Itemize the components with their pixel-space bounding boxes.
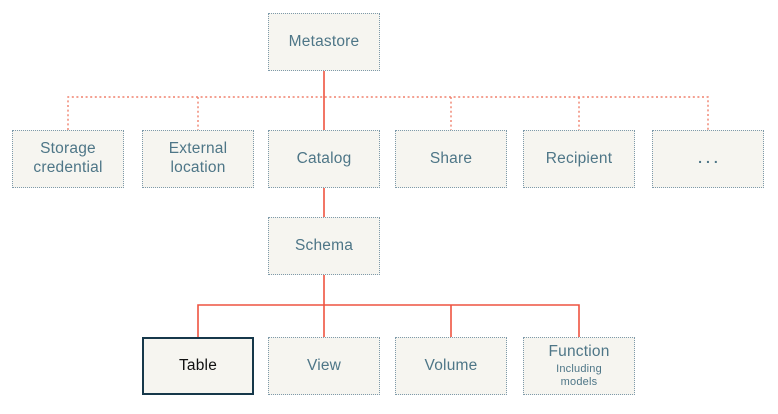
dotted-connector-outer	[67, 96, 709, 130]
node-recipient: Recipient	[523, 130, 635, 188]
node-table-label: Table	[178, 356, 218, 374]
node-view-label: View	[306, 356, 342, 374]
node-catalog: Catalog	[268, 130, 380, 188]
node-function: Function Including models	[523, 337, 635, 395]
node-volume: Volume	[395, 337, 507, 395]
node-metastore-label: Metastore	[288, 32, 360, 50]
node-storage-credential-label: Storage credential	[33, 140, 103, 176]
node-table: Table	[142, 337, 254, 395]
node-schema: Schema	[268, 217, 380, 275]
node-storage-credential: Storage credential	[12, 130, 124, 188]
node-function-sublabel: Including models	[556, 363, 602, 388]
node-share: Share	[395, 130, 507, 188]
node-function-label: Function	[548, 343, 610, 361]
node-recipient-label: Recipient	[545, 149, 613, 167]
node-external-location-label: External location	[168, 140, 228, 176]
node-schema-label: Schema	[294, 236, 354, 254]
node-catalog-label: Catalog	[296, 149, 352, 167]
node-share-label: Share	[429, 149, 473, 167]
solid-connector-schema-children	[197, 304, 580, 337]
node-view: View	[268, 337, 380, 395]
node-volume-label: Volume	[424, 356, 478, 374]
node-external-location: External location	[142, 130, 254, 188]
node-metastore: Metastore	[268, 13, 380, 71]
node-ellipsis-label: ...	[698, 150, 722, 167]
node-ellipsis: ...	[652, 130, 764, 188]
